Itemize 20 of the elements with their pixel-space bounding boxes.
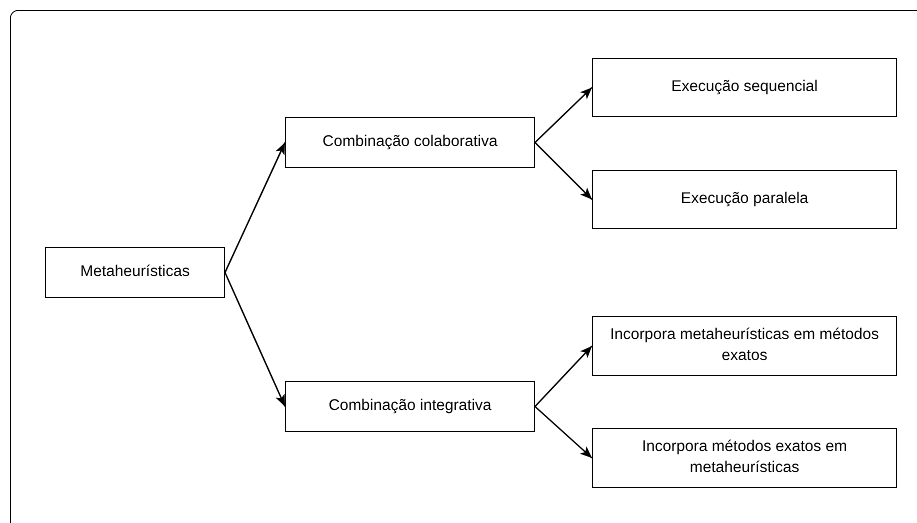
root-box (45, 247, 225, 298)
arrow (534, 406, 592, 459)
arrow (224, 142, 286, 273)
arrow (224, 272, 286, 407)
node-label: Execução paralela (680, 189, 810, 210)
node-label: Metaheurísticas (79, 262, 191, 282)
arrow (534, 86, 593, 144)
arrow (534, 142, 593, 200)
node-label: Incorpora métodos exatos em metaheurísticas (640, 437, 848, 478)
category-box (285, 381, 535, 432)
node-label: Combinação colaborativa (322, 132, 498, 152)
leaf-box (592, 170, 897, 229)
leaf-box (592, 316, 897, 376)
arrow (534, 345, 593, 408)
node-label: Combinação integrativa (328, 396, 492, 416)
node-label: Execução sequencial (670, 77, 819, 98)
category-box (285, 117, 535, 168)
leaf-box (592, 58, 897, 117)
leaf-box (592, 428, 897, 488)
node-label: Incorpora metaheurísticas em métodos exatos (609, 325, 880, 366)
